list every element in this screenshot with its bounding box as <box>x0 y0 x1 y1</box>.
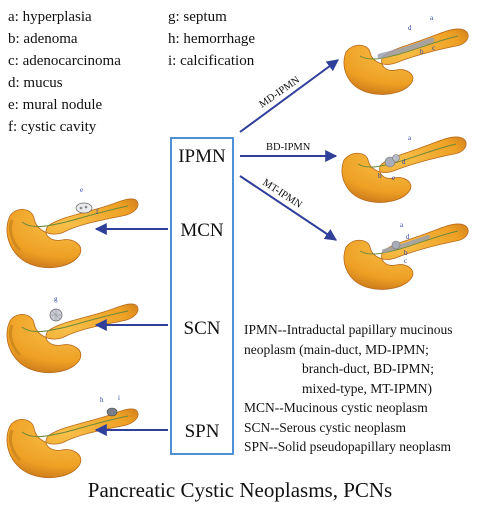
pancreas-bd-ipmn: a d b e <box>341 133 467 203</box>
bd-letter-e: e <box>392 174 395 182</box>
type-ipmn: IPMN <box>178 146 226 167</box>
legend-item-i: i: calcification <box>168 53 255 69</box>
bd-letter-a: a <box>408 134 412 142</box>
pancreas-mcn: e f <box>5 186 140 270</box>
label-bd-ipmn: BD-IPMN <box>266 142 311 153</box>
mt-letter-c: c <box>404 257 407 265</box>
note-ipmn-2: neoplasm (main-duct, MD-IPMN; <box>244 341 429 357</box>
type-mcn: MCN <box>180 220 224 241</box>
type-spn: SPN <box>184 421 220 442</box>
bd-letter-b: b <box>378 172 382 180</box>
figure-caption: Pancreatic Cystic Neoplasms, PCNs <box>87 478 393 502</box>
label-md-ipmn: MD-IPMN <box>257 74 302 110</box>
legend-item-d: d: mucus <box>8 75 63 91</box>
note-ipmn-4: mixed-type, MT-IPMN) <box>302 380 432 396</box>
pancreas-md-ipmn: a d b c <box>343 14 469 95</box>
mcn-letter-e: e <box>80 186 83 194</box>
legend-item-b: b: adenoma <box>8 31 78 47</box>
bd-letter-d: d <box>402 158 406 166</box>
scn-letter-g: g <box>54 295 58 303</box>
arrow-md-ipmn <box>239 59 339 133</box>
mcn-letter-f: f <box>96 208 99 216</box>
type-scn: SCN <box>183 318 221 339</box>
note-mcn: MCN--Mucinous cystic neoplasm <box>244 400 428 415</box>
abbreviation-notes: IPMN--Intraductal papillary mucinous neo… <box>244 320 452 457</box>
md-letter-c: c <box>432 44 435 52</box>
legend-item-a: a: hyperplasia <box>8 9 92 25</box>
note-scn: SCN--Serous cystic neoplasm <box>244 419 406 435</box>
legend-item-h: h: hemorrhage <box>168 31 256 47</box>
note-spn: SPN--Solid pseudopapillary neoplasm <box>244 439 451 454</box>
md-letter-a: a <box>430 14 434 22</box>
md-letter-d: d <box>408 24 412 32</box>
md-letter-b: b <box>420 48 424 56</box>
legend-item-g: g: septum <box>168 9 227 25</box>
legend-item-e: e: mural nodule <box>8 97 103 113</box>
spn-letter-h: h <box>100 396 104 404</box>
legend-column-left: a: hyperplasia b: adenoma c: adenocarcin… <box>8 6 121 138</box>
classification-box <box>170 137 234 455</box>
note-ipmn-3: branch-duct, BD-IPMN; <box>302 361 434 376</box>
note-ipmn-1: IPMN--Intraductal papillary mucinous <box>244 322 453 337</box>
pancreas-spn: h i <box>5 394 140 480</box>
spn-letter-i: i <box>118 394 120 402</box>
pancreas-scn: g <box>5 295 140 375</box>
arrow-mt-ipmn <box>239 175 337 241</box>
mt-letter-a: a <box>400 221 404 229</box>
legend-item-f: f: cystic cavity <box>8 119 97 135</box>
pancreas-mt-ipmn: a d b c <box>343 220 469 290</box>
mt-letter-b: b <box>404 249 408 257</box>
mt-letter-d: d <box>406 233 410 241</box>
legend-column-right: g: septum h: hemorrhage i: calcification <box>168 6 255 72</box>
legend-item-c: c: adenocarcinoma <box>8 53 121 69</box>
